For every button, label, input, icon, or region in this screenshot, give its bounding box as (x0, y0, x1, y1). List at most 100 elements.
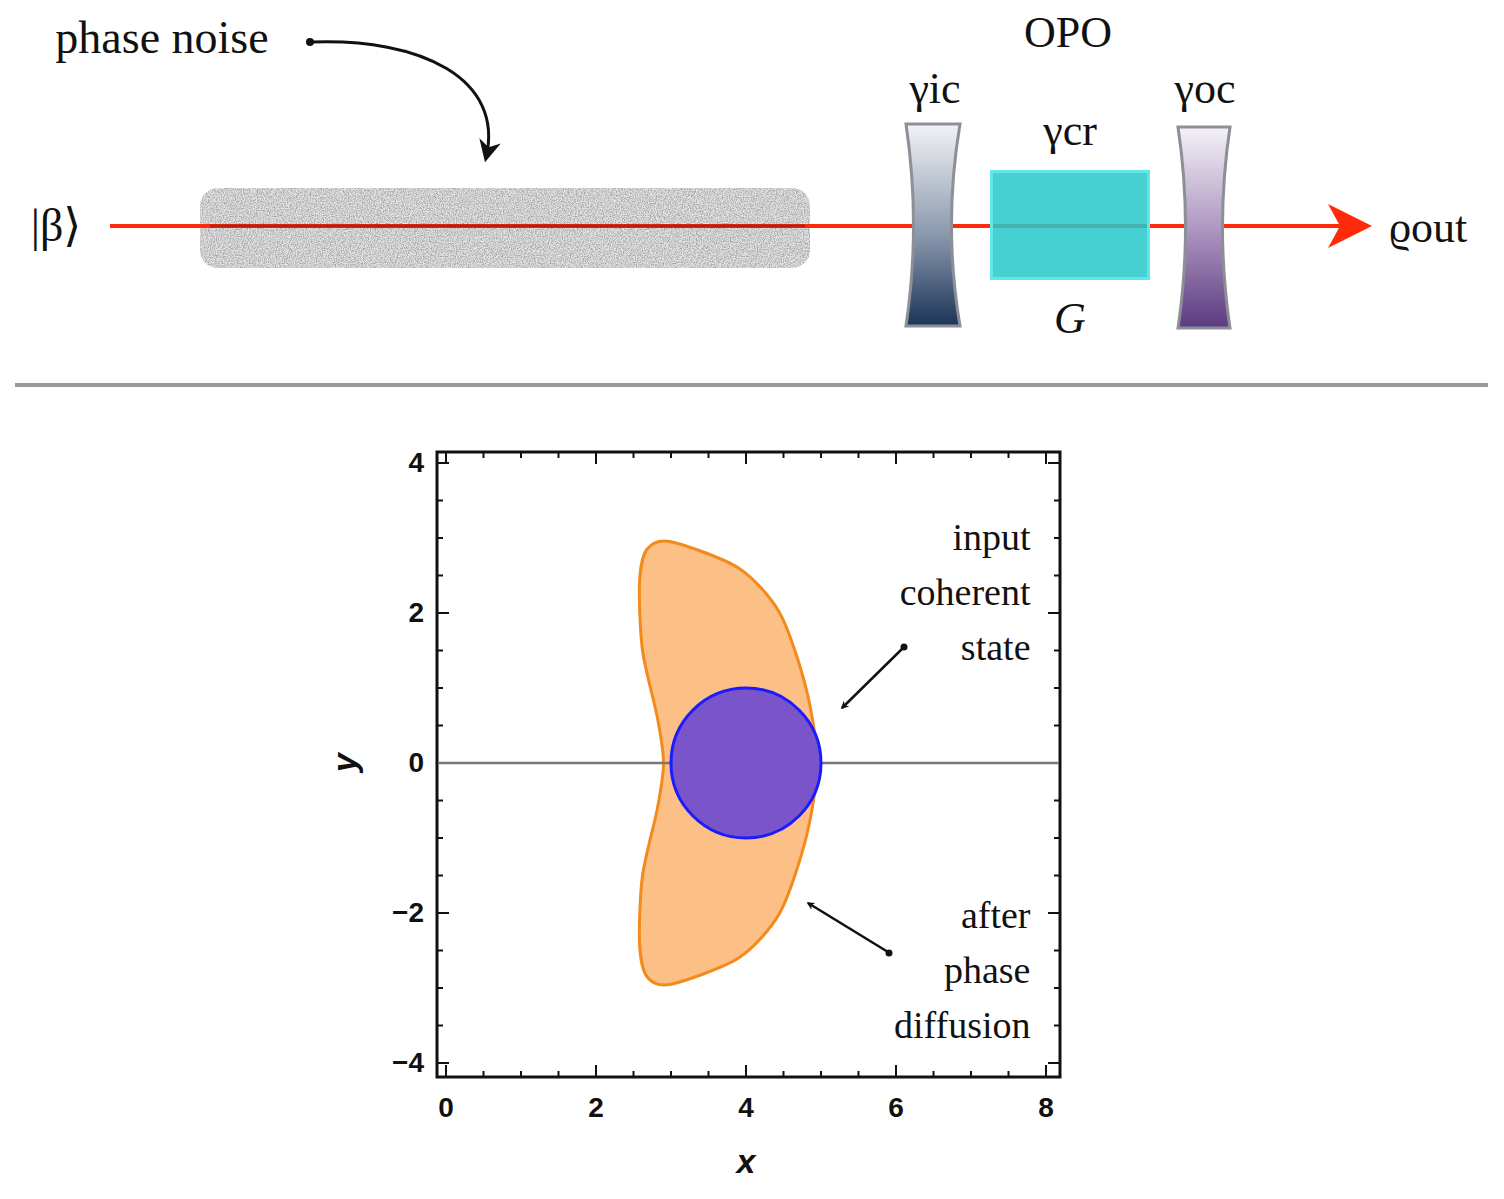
tick (437, 687, 443, 689)
shape-outline (903, 122, 963, 328)
tick (970, 1071, 972, 1077)
tick-label: −4 (392, 1047, 424, 1079)
tick (745, 1065, 747, 1077)
callout-arrow (808, 903, 888, 952)
tick (1054, 987, 1060, 989)
tick (708, 452, 710, 458)
input-mirror-shape (906, 124, 960, 326)
coherent-state-circle (671, 688, 821, 838)
tick (1054, 1025, 1060, 1027)
tick (1048, 912, 1060, 914)
tick (858, 452, 860, 458)
tick (558, 452, 560, 458)
tick (483, 452, 485, 458)
tick (1008, 452, 1010, 458)
tick (970, 452, 972, 458)
component-label: γic (909, 63, 960, 114)
tick (437, 612, 449, 614)
tick (437, 500, 443, 502)
laser-beam (110, 224, 1345, 228)
tick (783, 452, 785, 458)
tick (1054, 500, 1060, 502)
tick-label: 8 (1038, 1092, 1054, 1124)
tick (1054, 875, 1060, 877)
plot-frame (437, 452, 1060, 1077)
tick (437, 1025, 443, 1027)
axis-ticks (437, 452, 1060, 1077)
tick (933, 1071, 935, 1077)
device-label: OPO (1024, 8, 1112, 59)
tick (895, 452, 897, 464)
tick (483, 1071, 485, 1077)
pointer-arrow (312, 42, 489, 158)
tick (595, 452, 597, 464)
tick (437, 987, 443, 989)
tick (445, 1065, 447, 1077)
tick (820, 452, 822, 458)
tick (437, 725, 443, 727)
tick-label: 4 (738, 1092, 754, 1124)
tick (1054, 575, 1060, 577)
callout-arrow (842, 648, 903, 708)
input-state-label: |β⟩ (31, 200, 82, 253)
tick (437, 875, 443, 877)
callout-text: input coherent state (866, 510, 1031, 675)
tick-label: 4 (408, 447, 424, 479)
tick (1054, 537, 1060, 539)
tick (437, 1062, 449, 1064)
tick (1048, 1062, 1060, 1064)
tick (1054, 650, 1060, 652)
callout-dot (901, 644, 908, 651)
shape-outline (1175, 125, 1233, 330)
tick (670, 452, 672, 458)
tick (1054, 837, 1060, 839)
tick (1054, 687, 1060, 689)
annotation: phase noise (55, 12, 268, 65)
tick-label: 0 (438, 1092, 454, 1124)
tick (1048, 462, 1060, 464)
tick (1054, 725, 1060, 727)
tick (633, 1071, 635, 1077)
tick (1045, 452, 1047, 464)
tick (437, 537, 443, 539)
axis-label: x (737, 1142, 756, 1181)
tick (437, 575, 443, 577)
tick (933, 452, 935, 458)
tick (1048, 612, 1060, 614)
nonlinear-crystal: γcrG (990, 170, 1150, 280)
phase-space-plot (437, 452, 1060, 1077)
nonlinear-crystal-shape (992, 172, 1149, 279)
callout-text: after phase diffusion (866, 888, 1031, 1053)
tick (1008, 1071, 1010, 1077)
tick-label: 2 (588, 1092, 604, 1124)
tick-label: 0 (408, 747, 424, 779)
output-state-label: ϱout (1389, 203, 1468, 254)
tick (1054, 950, 1060, 952)
component-label: G (1054, 293, 1086, 344)
tick (1045, 1065, 1047, 1077)
tick-label: −2 (392, 897, 424, 929)
shape-outline (990, 170, 1150, 280)
tick (437, 462, 449, 464)
output-mirror-shape (1178, 127, 1230, 328)
tick (708, 1071, 710, 1077)
tick (520, 1071, 522, 1077)
component-label: γoc (1175, 63, 1236, 114)
tick (820, 1071, 822, 1077)
tick (858, 1071, 860, 1077)
tick (437, 912, 449, 914)
tick-label: 2 (408, 597, 424, 629)
tick (437, 650, 443, 652)
tick (437, 837, 443, 839)
beam-arrowhead (1328, 204, 1372, 248)
tick (558, 1071, 560, 1077)
tick (437, 950, 443, 952)
tick (745, 452, 747, 464)
callout-dot (886, 950, 893, 957)
output-mirror: γoc (1175, 125, 1233, 330)
tick (670, 1071, 672, 1077)
beam-in-noise (210, 225, 805, 228)
tick (595, 1065, 597, 1077)
